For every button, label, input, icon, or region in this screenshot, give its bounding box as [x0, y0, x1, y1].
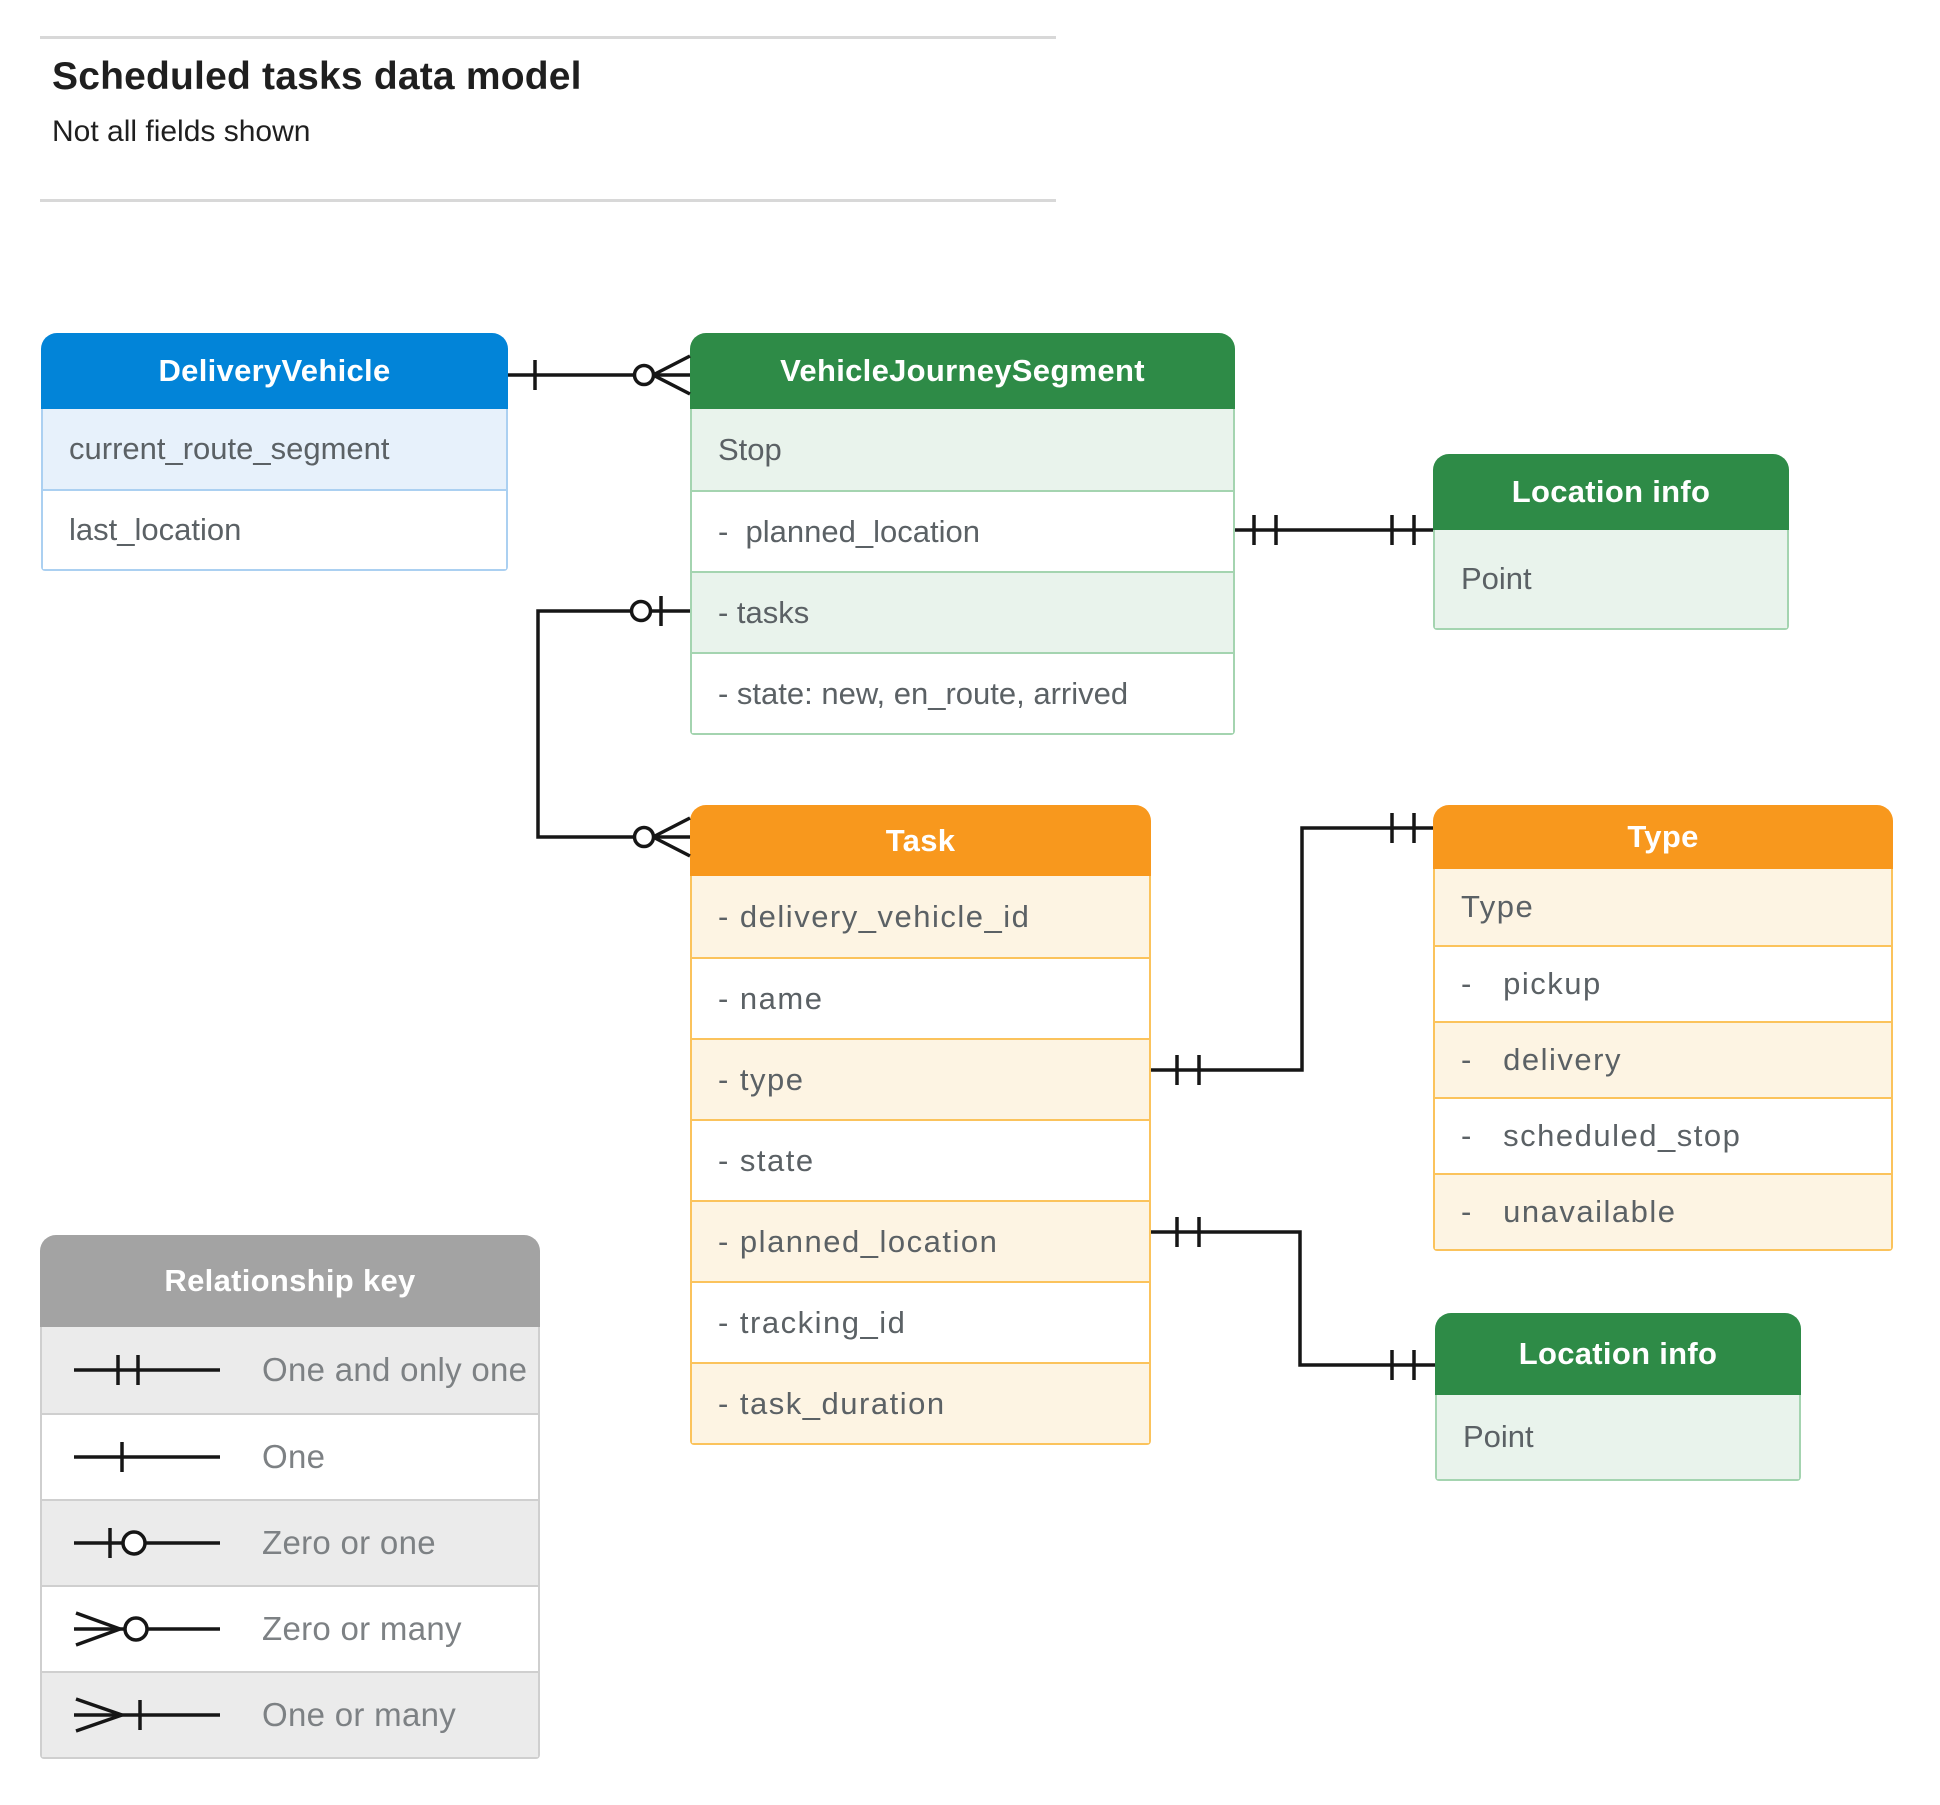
entity-field: Type: [1435, 869, 1891, 945]
entity-field: - unavailable: [1435, 1173, 1891, 1249]
legend-item: One or many: [42, 1671, 538, 1757]
entity-header: DeliveryVehicle: [41, 333, 508, 409]
legend-label: Zero or many: [262, 1610, 462, 1647]
entity-field: - tracking_id: [692, 1281, 1149, 1362]
entity-type: Type Type - pickup - delivery - schedule…: [1433, 805, 1893, 1251]
page-title: Scheduled tasks data model: [52, 55, 582, 98]
entity-rows: Point: [1435, 1395, 1801, 1481]
top-divider: [40, 36, 1056, 39]
one-and-only-one-icon: [74, 1355, 220, 1385]
entity-field: last_location: [43, 489, 506, 569]
entity-location-info-top: Location info Point: [1433, 454, 1789, 630]
legend-item: One and only one: [42, 1327, 538, 1413]
entity-rows: current_route_segment last_location: [41, 409, 508, 571]
zero-or-one-icon: [74, 1528, 220, 1558]
page-subtitle: Not all fields shown: [52, 115, 311, 148]
entity-field: - delivery_vehicle_id: [692, 876, 1149, 957]
entity-field: - task_duration: [692, 1362, 1149, 1443]
entity-field: - type: [692, 1038, 1149, 1119]
entity-header: Location info: [1433, 454, 1789, 530]
legend-item: One: [42, 1413, 538, 1499]
entity-field: - pickup: [1435, 945, 1891, 1021]
entity-field: - delivery: [1435, 1021, 1891, 1097]
connector-deliveryvehicle-vehiclejourneysegment: [508, 354, 691, 396]
legend-label: One and only one: [262, 1351, 528, 1388]
entity-rows: - delivery_vehicle_id - name - type - st…: [690, 876, 1151, 1445]
entity-field: - name: [692, 957, 1149, 1038]
entity-field: Stop: [692, 409, 1233, 490]
title-divider: [40, 199, 1056, 202]
connector-task-locationinfo: [1151, 1217, 1435, 1380]
legend-rows: One and only one One Zero or one: [40, 1327, 540, 1759]
legend-label: One or many: [262, 1696, 457, 1733]
entity-rows: Point: [1433, 530, 1789, 630]
entity-vehicle-journey-segment: VehicleJourneySegment Stop - planned_loc…: [690, 333, 1235, 735]
one-icon: [74, 1442, 220, 1472]
entity-location-info-bottom: Location info Point: [1435, 1313, 1801, 1481]
connector-vehiclejourneysegment-task: [536, 596, 691, 858]
legend-header: Relationship key: [40, 1235, 540, 1327]
relationship-key: Relationship key One and only one One: [40, 1235, 540, 1759]
connector-vehiclejourneysegment-locationinfo: [1235, 515, 1433, 545]
entity-field: - planned_location: [692, 1200, 1149, 1281]
entity-field: - scheduled_stop: [1435, 1097, 1891, 1173]
entity-header: Location info: [1435, 1313, 1801, 1395]
entity-field: - planned_location: [692, 490, 1233, 571]
entity-task: Task - delivery_vehicle_id - name - type…: [690, 805, 1151, 1445]
entity-field: - tasks: [692, 571, 1233, 652]
entity-field: Point: [1435, 530, 1787, 628]
one-or-many-icon: [74, 1697, 220, 1733]
legend-item: Zero or many: [42, 1585, 538, 1671]
legend-label: Zero or one: [262, 1524, 436, 1561]
entity-field: current_route_segment: [43, 409, 506, 489]
entity-header: VehicleJourneySegment: [690, 333, 1235, 409]
entity-delivery-vehicle: DeliveryVehicle current_route_segment la…: [41, 333, 508, 571]
entity-rows: Type - pickup - delivery - scheduled_sto…: [1433, 869, 1893, 1251]
entity-field: - state: [692, 1119, 1149, 1200]
entity-header: Task: [690, 805, 1151, 876]
entity-header: Type: [1433, 805, 1893, 869]
connector-task-type: [1151, 813, 1433, 1085]
entity-rows: Stop - planned_location - tasks - state:…: [690, 409, 1235, 735]
entity-field: Point: [1437, 1395, 1799, 1479]
legend-item: Zero or one: [42, 1499, 538, 1585]
legend-label: One: [262, 1438, 326, 1475]
entity-field: - state: new, en_route, arrived: [692, 652, 1233, 733]
zero-or-many-icon: [74, 1611, 220, 1647]
